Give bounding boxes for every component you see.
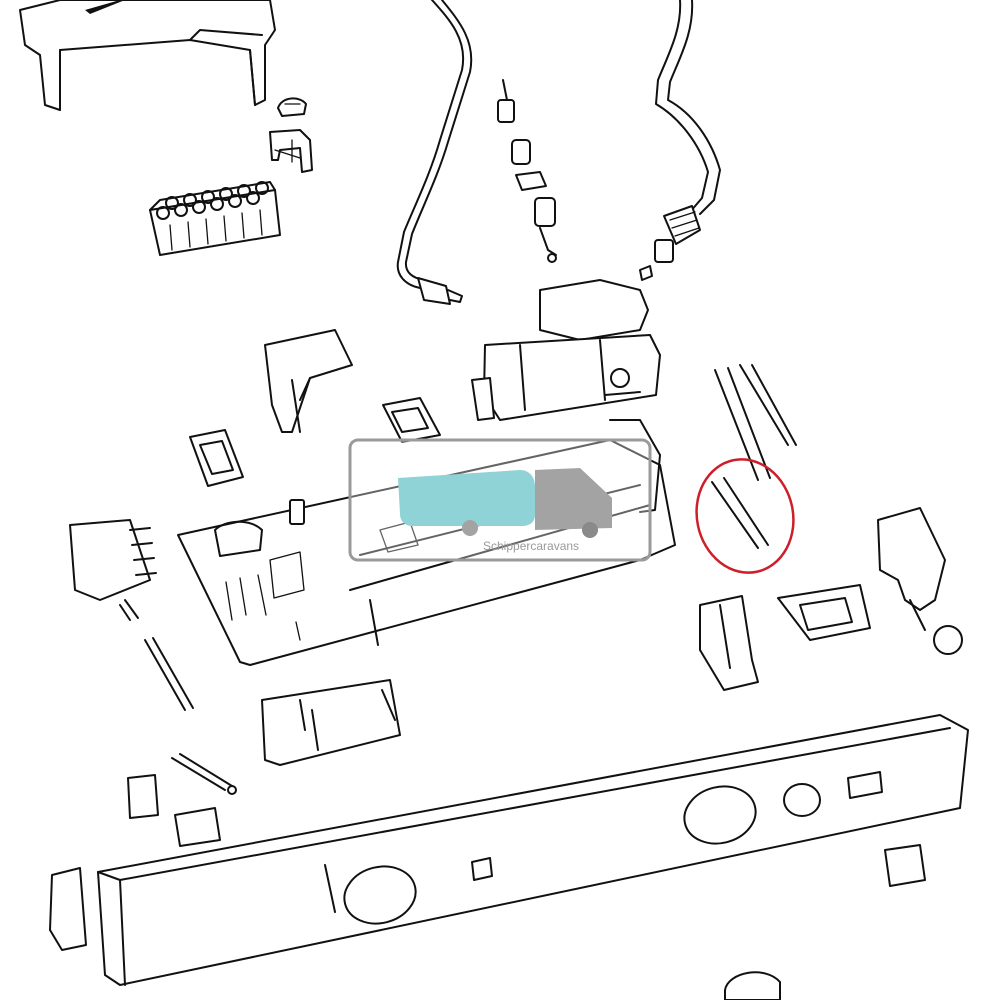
van-shape	[535, 468, 612, 530]
gas-valve-part	[471, 279, 661, 421]
relay-part	[174, 807, 221, 847]
switch-bracket-part-2	[189, 429, 244, 487]
valve-fittings	[639, 239, 674, 281]
terminal-block-part	[149, 181, 281, 256]
control-panel-part	[97, 714, 969, 986]
shield-plate-part	[261, 679, 401, 766]
top-cover-part	[19, 0, 276, 111]
thermocouple-fittings	[497, 79, 557, 263]
corner-cap-part	[264, 329, 353, 433]
watermark-logo: Schippercaravans	[348, 438, 652, 562]
rod-pair-part	[714, 364, 797, 481]
ignition-unit-part	[69, 519, 194, 711]
switch-bracket-part	[382, 397, 441, 443]
gas-pipe-right	[655, 0, 721, 245]
highlight-circle	[695, 458, 795, 574]
bracket-part	[269, 129, 313, 173]
knob-part	[724, 971, 781, 1000]
rocker-switch-part	[877, 507, 963, 655]
mounting-bracket-part	[777, 584, 871, 641]
watermark-text: Schippercaravans	[483, 539, 579, 553]
clip-part	[277, 97, 307, 117]
caravan-shape	[398, 470, 535, 526]
rod-part	[711, 477, 769, 549]
gas-pipe-left	[396, 0, 473, 305]
plug-part	[884, 844, 926, 887]
stand-bracket-part	[699, 595, 759, 691]
stand-bracket-part-2	[49, 867, 87, 951]
probe-part	[171, 753, 237, 795]
microswitch-part	[127, 774, 159, 819]
